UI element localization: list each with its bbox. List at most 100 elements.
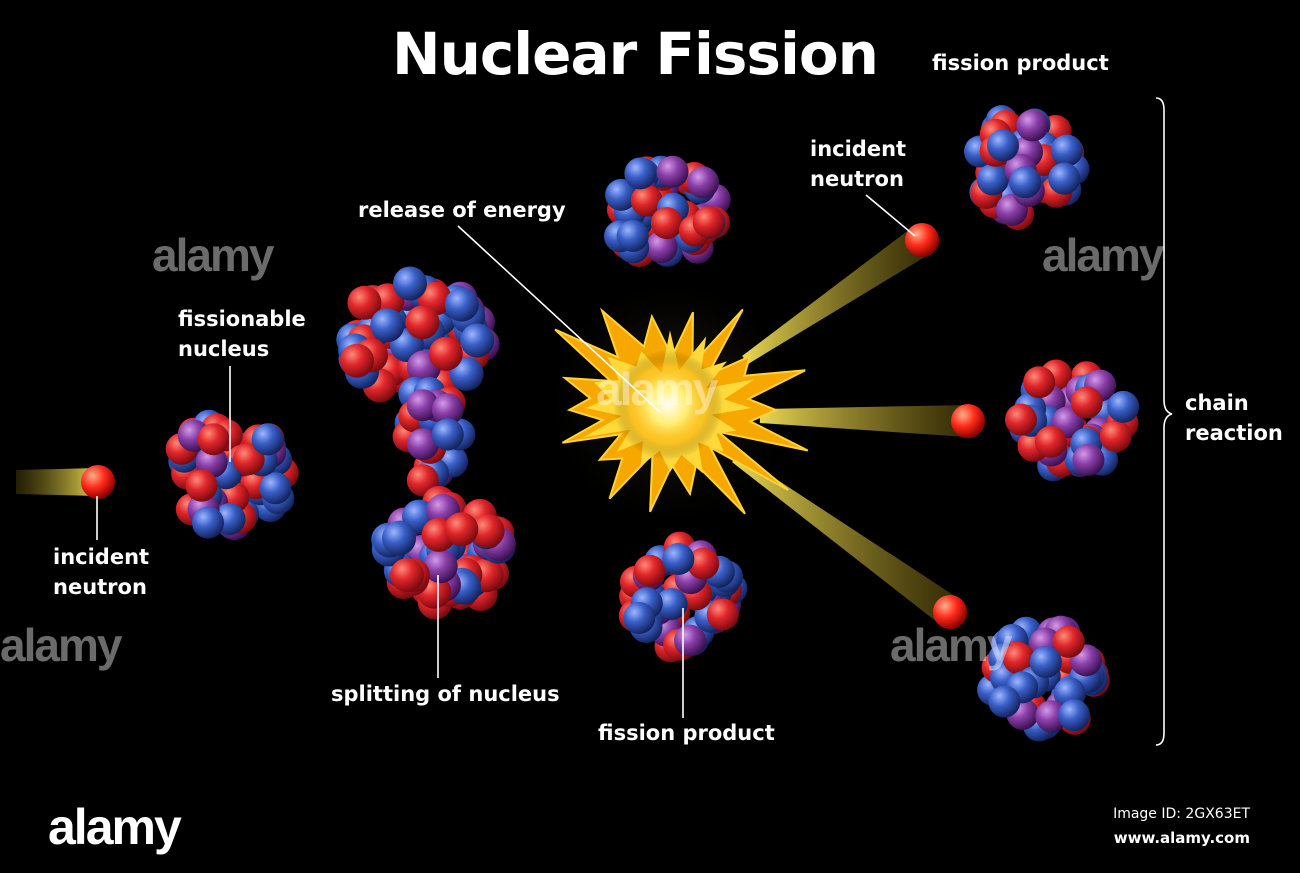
nucleon [251, 423, 284, 456]
label-fissionable-nucleus: fissionable nucleus [178, 304, 306, 364]
nucleon [423, 549, 458, 584]
chain-reaction-brace [1155, 97, 1173, 746]
nucleon [1034, 425, 1067, 458]
fissionable-nucleus [165, 409, 299, 541]
fission-product-right-1 [964, 105, 1090, 231]
nucleon [470, 514, 505, 548]
outgoing-trail-lower [732, 453, 960, 626]
nucleon [1029, 646, 1062, 678]
watermark-faint: alamy [890, 619, 1012, 671]
label-fission-product-bottom: fission product [598, 721, 775, 745]
nucleon [630, 184, 663, 217]
nucleon [650, 207, 683, 240]
nucleon [185, 469, 218, 502]
nucleon [1009, 166, 1042, 199]
outgoing-trail-middle [759, 405, 969, 437]
fission-product-right-3 [977, 615, 1110, 742]
label-line: incident [53, 545, 150, 569]
label-line: chain [1185, 391, 1249, 415]
nucleon [370, 308, 405, 343]
nucleon [1099, 420, 1132, 452]
fission-product-right-2 [1005, 359, 1140, 482]
released-neutron-lower [933, 595, 967, 629]
nucleon [976, 163, 1009, 196]
image-id: Image ID: 2GX63ET [1113, 806, 1250, 822]
nucleon [390, 558, 424, 593]
label-line: incident [810, 137, 907, 161]
nucleon [1035, 700, 1068, 733]
label-release-of-energy: release of energy [358, 198, 566, 222]
watermark-faint: alamy [596, 363, 718, 415]
label-incident-neutron-left: incident neutron [53, 542, 149, 602]
label-line: neutron [53, 575, 147, 599]
fission-product-upper [604, 155, 731, 267]
incident-neutron-right [905, 223, 939, 257]
alamy-logo: alamy [48, 799, 182, 855]
nucleon [1023, 366, 1056, 399]
splitting-nucleus-bottom [371, 485, 516, 620]
nucleon [633, 554, 666, 587]
incident-neutron-left [81, 465, 115, 499]
label-fission-product-top: fission product [932, 51, 1109, 75]
watermark-faint: alamy [1042, 229, 1164, 281]
nucleon [406, 389, 439, 422]
nucleon [988, 685, 1021, 718]
nucleon [197, 423, 230, 456]
nucleon [340, 343, 374, 378]
nucleon [605, 178, 638, 211]
pointer-lines [96, 194, 916, 718]
nucleon [1050, 134, 1083, 167]
nucleon [431, 393, 464, 426]
nucleon [1016, 109, 1049, 142]
nucleon [431, 418, 464, 451]
nucleon [406, 428, 439, 461]
label-line: reaction [1185, 421, 1283, 445]
label-incident-neutron-right: incident neutron [810, 134, 906, 194]
nucleon [1107, 390, 1140, 423]
nucleon [662, 543, 695, 575]
released-neutron-middle [951, 404, 985, 438]
page-title: Nuclear Fission [392, 20, 879, 88]
nucleon [428, 336, 463, 371]
neutron-trails [16, 226, 969, 626]
pointer-incident-right [865, 194, 916, 237]
nucleon [1052, 625, 1085, 658]
nucleon [623, 602, 656, 634]
nucleon [624, 157, 657, 190]
watermark-faint: alamy [0, 619, 122, 671]
nucleon [382, 521, 416, 556]
nucleon [460, 323, 495, 358]
label-line: fissionable [178, 307, 306, 331]
nucleon [1002, 642, 1035, 675]
incoming-neutron-trail [16, 468, 98, 496]
neutrons-group [81, 223, 985, 629]
nucleon [259, 472, 292, 505]
splitting-nucleus-neck [392, 377, 476, 497]
nucleon [1072, 443, 1105, 476]
nucleon [347, 285, 382, 320]
energy-core [613, 350, 723, 460]
nucleon [1005, 403, 1037, 436]
nucleon [616, 220, 649, 252]
stock-url: www.alamy.com [1113, 829, 1250, 847]
splitting-nucleus-top [336, 266, 500, 411]
nucleon [987, 129, 1019, 162]
fission-product-lower [618, 531, 748, 663]
nucleon [444, 287, 479, 322]
nucleon [444, 512, 479, 547]
label-splitting-of-nucleus: splitting of nucleus [331, 682, 560, 706]
nucleon [393, 266, 427, 301]
label-chain-reaction: chain reaction [1185, 388, 1283, 448]
nucleon [1048, 162, 1081, 195]
nucleon [687, 547, 720, 580]
label-line: neutron [810, 167, 904, 191]
watermark-faint: alamy [152, 229, 274, 281]
nucleon [674, 624, 706, 657]
nucleon [687, 166, 719, 199]
nucleon [692, 206, 725, 239]
nucleon [645, 231, 678, 264]
nucleon [1070, 386, 1103, 419]
nucleon [655, 588, 688, 620]
